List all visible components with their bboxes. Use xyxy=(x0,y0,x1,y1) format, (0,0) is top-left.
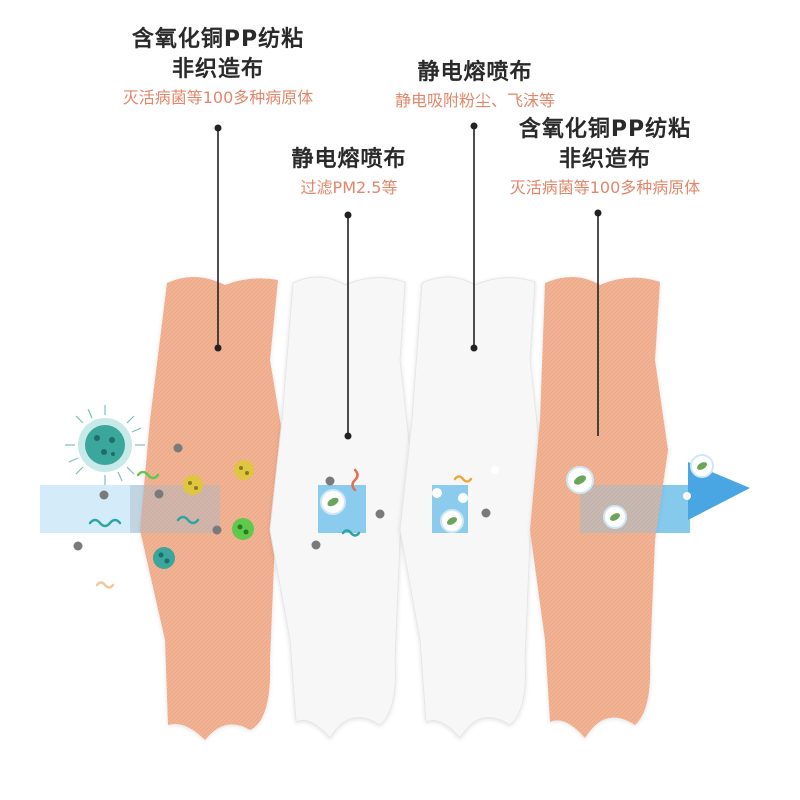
layer1-title-line2: 非织造布 xyxy=(88,55,348,85)
layer2-title: 静电熔喷布 xyxy=(264,145,434,175)
layer2-label: 静电熔喷布 过滤PM2.5等 xyxy=(264,145,434,199)
layer4-title-line2: 非织造布 xyxy=(470,145,740,175)
layer3-label: 静电熔喷布 静电吸附粉尘、飞沫等 xyxy=(355,58,595,112)
airflow-through-layer4 xyxy=(580,485,690,533)
airflow-through-layer1 xyxy=(130,485,220,533)
layer4-label: 含氧化铜PP纺粘 非织造布 灭活病菌等100多种病原体 xyxy=(470,115,740,199)
virus-icon xyxy=(65,405,145,485)
layer4-subtitle: 灭活病菌等100多种病原体 xyxy=(470,177,740,199)
layer1-title-line1: 含氧化铜PP纺粘 xyxy=(88,25,348,55)
layer2-subtitle: 过滤PM2.5等 xyxy=(264,177,434,199)
layer1-label: 含氧化铜PP纺粘 非织造布 灭活病菌等100多种病原体 xyxy=(88,25,348,109)
layer3-title: 静电熔喷布 xyxy=(355,58,595,88)
layer4-title-line1: 含氧化铜PP纺粘 xyxy=(470,115,740,145)
meltblown-layer-3 xyxy=(400,277,540,738)
layer1-subtitle: 灭活病菌等100多种病原体 xyxy=(88,87,348,109)
layer3-subtitle: 静电吸附粉尘、飞沫等 xyxy=(355,90,595,112)
